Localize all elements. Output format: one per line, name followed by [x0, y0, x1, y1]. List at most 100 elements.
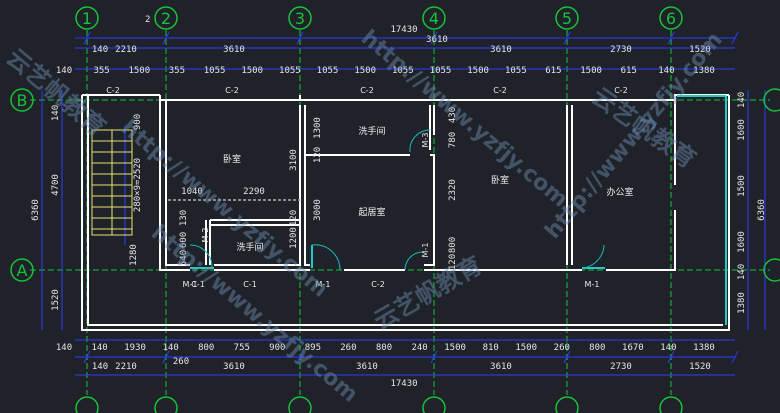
- dim-bot1-4: 800: [198, 343, 214, 353]
- dim-left-1: 4700: [51, 174, 61, 196]
- dim-int-10: 1200: [289, 227, 299, 249]
- dim-int-21: 430: [448, 107, 458, 123]
- dim-bot1-7: 895: [305, 343, 321, 353]
- dim-int-4: 120: [313, 147, 323, 163]
- room-bedroom-1: 卧室: [223, 153, 241, 165]
- dim-bot1-10: 240: [411, 343, 427, 353]
- dim-right-4: 140: [737, 264, 747, 280]
- axis-label-5: 5: [562, 9, 572, 28]
- dim-top3-0: 140: [56, 66, 72, 76]
- dim-int-18: 540: [179, 250, 189, 266]
- dim-top2-4: 3610: [490, 45, 512, 55]
- dim-top3-17: 1380: [693, 66, 715, 76]
- dim-bot1-6: 900: [269, 343, 285, 353]
- dim-top3-2: 1500: [128, 66, 150, 76]
- dim-top3-1: 355: [93, 66, 109, 76]
- right-dimensions: 140 1600 1500 1600 140 1380 6360: [737, 92, 767, 314]
- dim-bot2-0: 140: [92, 362, 108, 372]
- dim-top-sub: 3610: [426, 35, 448, 45]
- staircase: [91, 129, 133, 236]
- dim-int-6: 1040: [181, 187, 203, 197]
- overall-dim-bottom: 17430: [390, 379, 417, 389]
- watermark-url-2: http://www.yzfjy.com: [356, 25, 572, 212]
- tag-window-3: C-2: [493, 86, 507, 95]
- tag-window-4: C-2: [614, 86, 628, 95]
- tag-door-1: M-1: [585, 280, 600, 289]
- dim-right-3: 1600: [737, 231, 747, 253]
- dim-top3-6: 1055: [279, 66, 301, 76]
- dim-bot1-0: 140: [56, 343, 72, 353]
- interior-dimensions: 900 280×9=2520 1300 120 3100 1040 2290 1…: [133, 107, 458, 270]
- tag-window-8: C-2: [371, 280, 385, 289]
- tag-door-2: M-1: [183, 280, 198, 289]
- dim-right-total: 6360: [757, 199, 767, 221]
- dim-int-20: 780: [448, 132, 458, 148]
- dim-right-2: 1500: [737, 175, 747, 197]
- axis-sub-label: 2: [145, 15, 150, 25]
- tag-window-6: C-1: [191, 280, 205, 289]
- dim-right-0: 140: [737, 92, 747, 108]
- dim-bot1-13: 1500: [515, 343, 537, 353]
- dim-top2-6: 1520: [689, 45, 711, 55]
- dim-left-3: 1520: [51, 289, 61, 311]
- room-bath-1: 洗手间: [236, 241, 263, 253]
- dim-bot2-5: 3610: [490, 362, 512, 372]
- dim-top3-13: 615: [545, 66, 561, 76]
- dim-bot2-1: 2210: [115, 362, 137, 372]
- dim-bot2-2: 260: [173, 357, 189, 367]
- dim-bot1-8: 260: [340, 343, 356, 353]
- dim-left-total: 6360: [31, 199, 41, 221]
- axis-labels: 1 2 3 4 5 6 B A 2: [17, 9, 677, 280]
- axis-label-6: 6: [666, 9, 676, 28]
- dim-bot2-4: 3610: [356, 362, 378, 372]
- dim-left-0: 140: [51, 105, 61, 121]
- top-dimensions: 17430 3610 140 2210 3610 3610 2730 1520: [92, 25, 711, 55]
- dim-bot1-9: 800: [376, 343, 392, 353]
- dim-top3-11: 1500: [467, 66, 489, 76]
- dim-int-14: 2320: [448, 179, 458, 201]
- dim-top3-8: 1500: [354, 66, 376, 76]
- dim-top2-2: 3610: [223, 45, 245, 55]
- dim-int-0: 900: [133, 114, 143, 130]
- top-dimension-row-3: 140 355 1500 355 1055 1500 1055 1055 1500 1055 105…: [56, 66, 715, 76]
- dim-int-2: 280×9=2520: [133, 158, 143, 212]
- tag-window-1: C-2: [225, 86, 239, 95]
- dim-top3-15: 615: [621, 66, 637, 76]
- dim-top3-3: 355: [169, 66, 185, 76]
- axis-label-4: 4: [429, 9, 439, 28]
- dim-bot1-11: 1500: [444, 343, 466, 353]
- tag-window-7: C-1: [243, 280, 257, 289]
- dim-top3-4: 1055: [204, 66, 226, 76]
- axis-label-3: 3: [295, 9, 305, 28]
- dim-int-15: 800: [448, 237, 458, 253]
- door-swings: [189, 129, 605, 271]
- dim-top3-5: 1500: [241, 66, 263, 76]
- overall-dim-top: 17430: [390, 25, 417, 35]
- dim-bot1-5: 755: [234, 343, 250, 353]
- dim-int-12: 3000: [313, 199, 323, 221]
- dim-bot2-3: 3610: [223, 362, 245, 372]
- dim-bot2-6: 2730: [610, 362, 632, 372]
- room-office: 办公室: [606, 186, 633, 198]
- room-bedroom-2: 卧室: [491, 174, 509, 186]
- dim-bot1-14: 260: [554, 343, 570, 353]
- dim-bot1-3: 140: [163, 343, 179, 353]
- dim-top3-16: 140: [658, 66, 674, 76]
- room-labels: 卧室 洗手间 洗手间 起居室 卧室 办公室: [223, 125, 634, 253]
- dim-bot1-1: 140: [91, 343, 107, 353]
- windows: [190, 95, 727, 325]
- dim-top3-10: 1055: [430, 66, 452, 76]
- dimension-ticks: [83, 31, 739, 364]
- dim-int-8: 130: [179, 210, 189, 226]
- dim-top3-7: 1055: [317, 66, 339, 76]
- left-dimensions: 140 4700 1280 1520 6360: [31, 105, 139, 311]
- tag-door-3: M-1: [421, 243, 430, 258]
- dim-int-7: 2290: [243, 187, 265, 197]
- watermark-brand-1: 云艺帆教育: [369, 251, 487, 335]
- dim-top3-12: 1055: [505, 66, 527, 76]
- axis-label-1: 1: [82, 9, 92, 28]
- dim-int-16: 120: [448, 254, 458, 270]
